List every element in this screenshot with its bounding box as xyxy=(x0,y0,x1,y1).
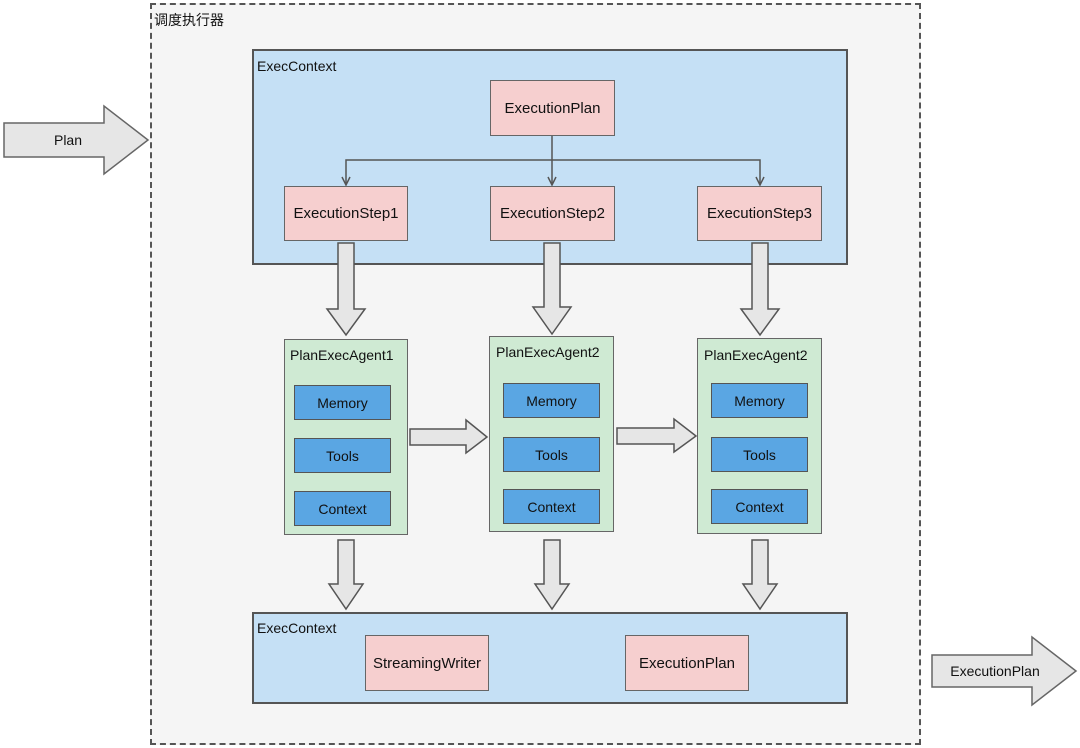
input-plan-label: Plan xyxy=(53,132,83,148)
agent-2-context: Context xyxy=(503,489,600,524)
bottom-exec-context xyxy=(252,612,848,704)
output-plan-label: ExecutionPlan xyxy=(950,663,1040,679)
agent-2-memory: Memory xyxy=(503,383,600,418)
execution-step-1: ExecutionStep1 xyxy=(284,186,408,241)
scheduler-title: 调度执行器 xyxy=(154,12,224,28)
top-execution-plan: ExecutionPlan xyxy=(490,80,615,136)
execution-step-2: ExecutionStep2 xyxy=(490,186,615,241)
execution-step-3: ExecutionStep3 xyxy=(697,186,822,241)
agent-2-title: PlanExecAgent2 xyxy=(496,344,600,360)
agent-2-tools: Tools xyxy=(503,437,600,472)
agent-3-context: Context xyxy=(711,489,808,524)
bottom-exec-context-label: ExecContext xyxy=(257,620,337,636)
agent-1-context: Context xyxy=(294,491,391,526)
agent-1-tools: Tools xyxy=(294,438,391,473)
agent-3-memory: Memory xyxy=(711,383,808,418)
streaming-writer: StreamingWriter xyxy=(365,635,489,691)
top-exec-context-label: ExecContext xyxy=(257,58,337,74)
bottom-execution-plan: ExecutionPlan xyxy=(625,635,749,691)
agent-3-tools: Tools xyxy=(711,437,808,472)
agent-1-title: PlanExecAgent1 xyxy=(290,347,394,363)
agent-1-memory: Memory xyxy=(294,385,391,420)
agent-3-title: PlanExecAgent2 xyxy=(704,347,808,363)
